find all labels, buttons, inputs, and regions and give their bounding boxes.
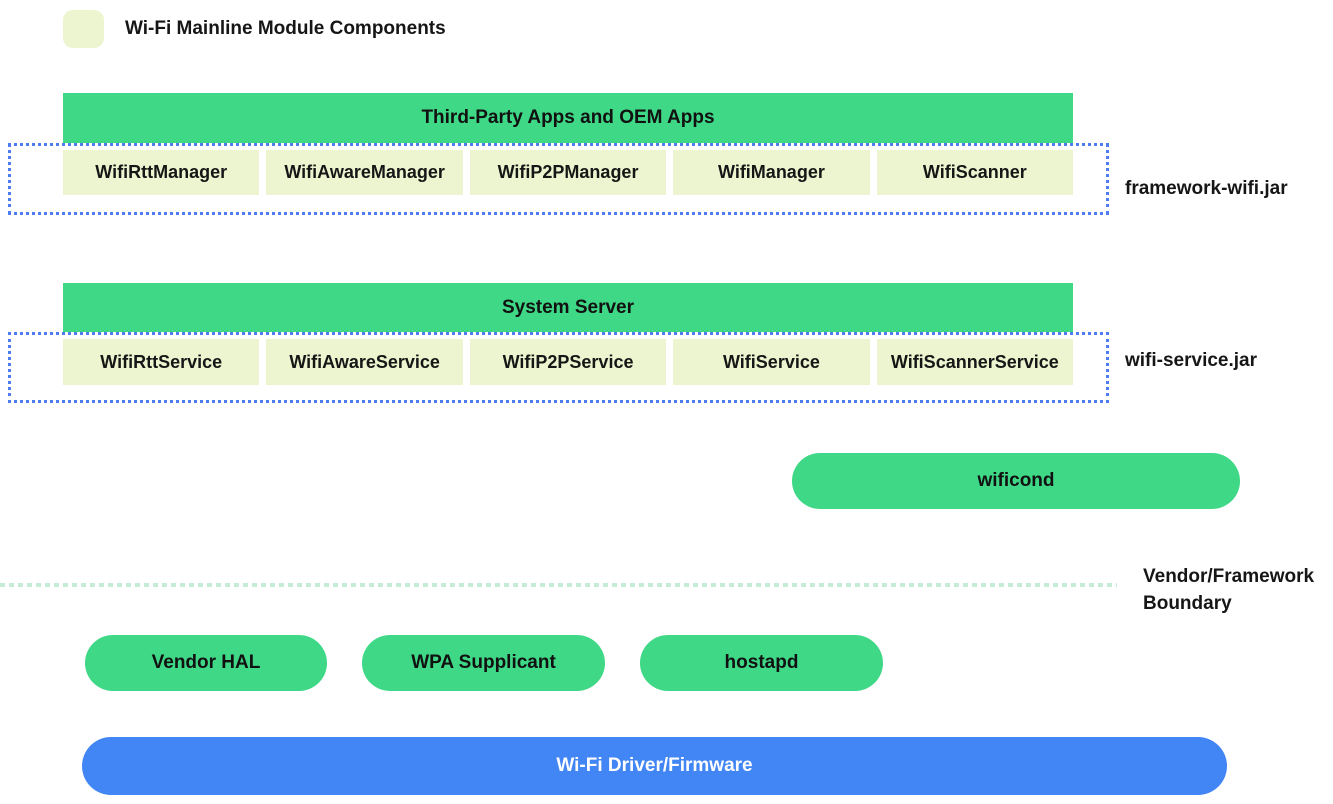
boundary-label-line2: Boundary [1143, 593, 1232, 614]
box-wifi-rtt-service: WifiRttService [63, 339, 260, 385]
box-wifi-manager: WifiManager [673, 150, 870, 195]
box-wifi-service: WifiService [673, 339, 870, 385]
boundary-label-line1: Vendor/Framework [1143, 566, 1315, 587]
box-wifi-aware-service: WifiAwareService [266, 339, 463, 385]
wifi-service-jar-boundary [8, 332, 1109, 403]
wifi-driver-firmware-bar: Wi-Fi Driver/Firmware [82, 737, 1227, 795]
legend-swatch [63, 10, 104, 48]
framework-wifi-jar-label: framework-wifi.jar [1125, 178, 1288, 199]
wifi-service-jar-label: wifi-service.jar [1125, 350, 1258, 371]
third-party-apps-header: Third-Party Apps and OEM Apps [63, 93, 1073, 143]
wpa-supplicant-pill: WPA Supplicant [362, 635, 605, 691]
box-wifi-aware-manager: WifiAwareManager [266, 150, 463, 195]
framework-wifi-box-row: WifiRttManager WifiAwareManager WifiP2PM… [63, 150, 1074, 195]
framework-wifi-jar-boundary [8, 143, 1109, 215]
hostapd-pill: hostapd [640, 635, 883, 691]
box-wifi-scanner: WifiScanner [876, 150, 1074, 195]
box-wifi-p2p-manager: WifiP2PManager [469, 150, 667, 195]
box-wifi-scanner-service: WifiScannerService [876, 339, 1074, 385]
wifi-service-box-row: WifiRttService WifiAwareService WifiP2PS… [63, 339, 1074, 385]
box-wifi-p2p-service: WifiP2PService [469, 339, 667, 385]
vendor-framework-boundary-line [0, 583, 1117, 587]
diagram-title: Wi-Fi Mainline Module Components [125, 18, 446, 39]
system-server-header: System Server [63, 283, 1073, 332]
vendor-framework-boundary-label: Vendor/Framework Boundary [1143, 563, 1314, 617]
wificond-pill: wificond [792, 453, 1240, 509]
box-wifi-rtt-manager: WifiRttManager [63, 150, 260, 195]
vendor-hal-pill: Vendor HAL [85, 635, 327, 691]
